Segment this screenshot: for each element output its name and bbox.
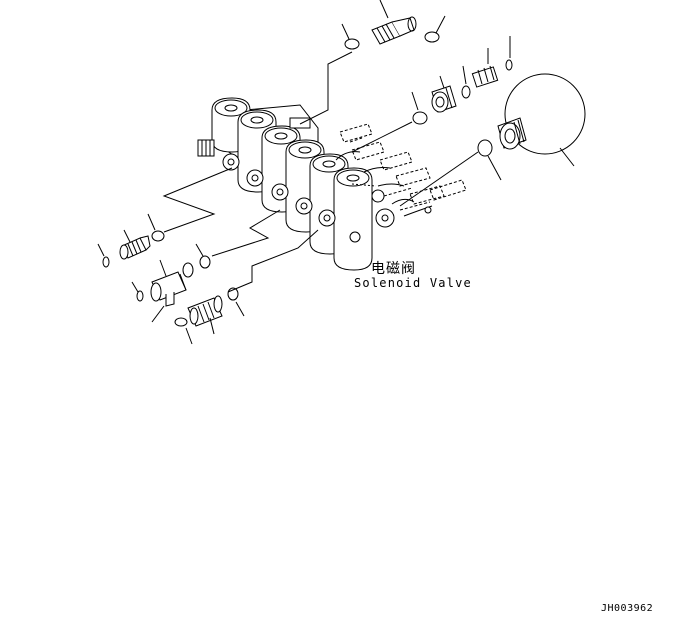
elbow-tee-fitting-left xyxy=(151,260,193,322)
o-ring-right-2 xyxy=(506,60,512,70)
adapter-fitting-right xyxy=(432,76,456,112)
o-ring-right-1 xyxy=(462,86,470,98)
o-ring-lower-2 xyxy=(228,288,238,300)
valve-block xyxy=(198,98,394,270)
o-ring-left-4 xyxy=(200,256,210,268)
straight-fitting-lower xyxy=(188,296,222,334)
o-ring-left-2 xyxy=(103,257,109,267)
o-ring-top-1 xyxy=(345,39,359,49)
accumulator-sphere xyxy=(498,74,585,166)
drawing-number: JH003962 xyxy=(601,603,654,614)
component-label-chinese: 电磁阀 xyxy=(371,261,416,277)
component-label-english: Solenoid Valve xyxy=(354,276,472,290)
electrical-connectors xyxy=(340,124,466,210)
block-left-fitting xyxy=(198,140,214,156)
o-ring-lower-1 xyxy=(175,318,187,326)
connector-fitting-right xyxy=(472,48,497,87)
straight-fitting-left xyxy=(120,230,150,259)
o-ring-left-1 xyxy=(152,231,164,241)
connector-wires xyxy=(336,152,432,216)
o-ring-left-3 xyxy=(137,291,143,301)
elbow-fitting xyxy=(372,0,416,44)
o-ring-accumulator xyxy=(478,140,492,156)
o-ring-top-2 xyxy=(425,32,439,42)
solenoid-coil-6 xyxy=(334,168,372,270)
block-ports xyxy=(223,154,394,242)
o-ring-right-3 xyxy=(413,112,427,124)
leader-lines xyxy=(164,168,318,292)
